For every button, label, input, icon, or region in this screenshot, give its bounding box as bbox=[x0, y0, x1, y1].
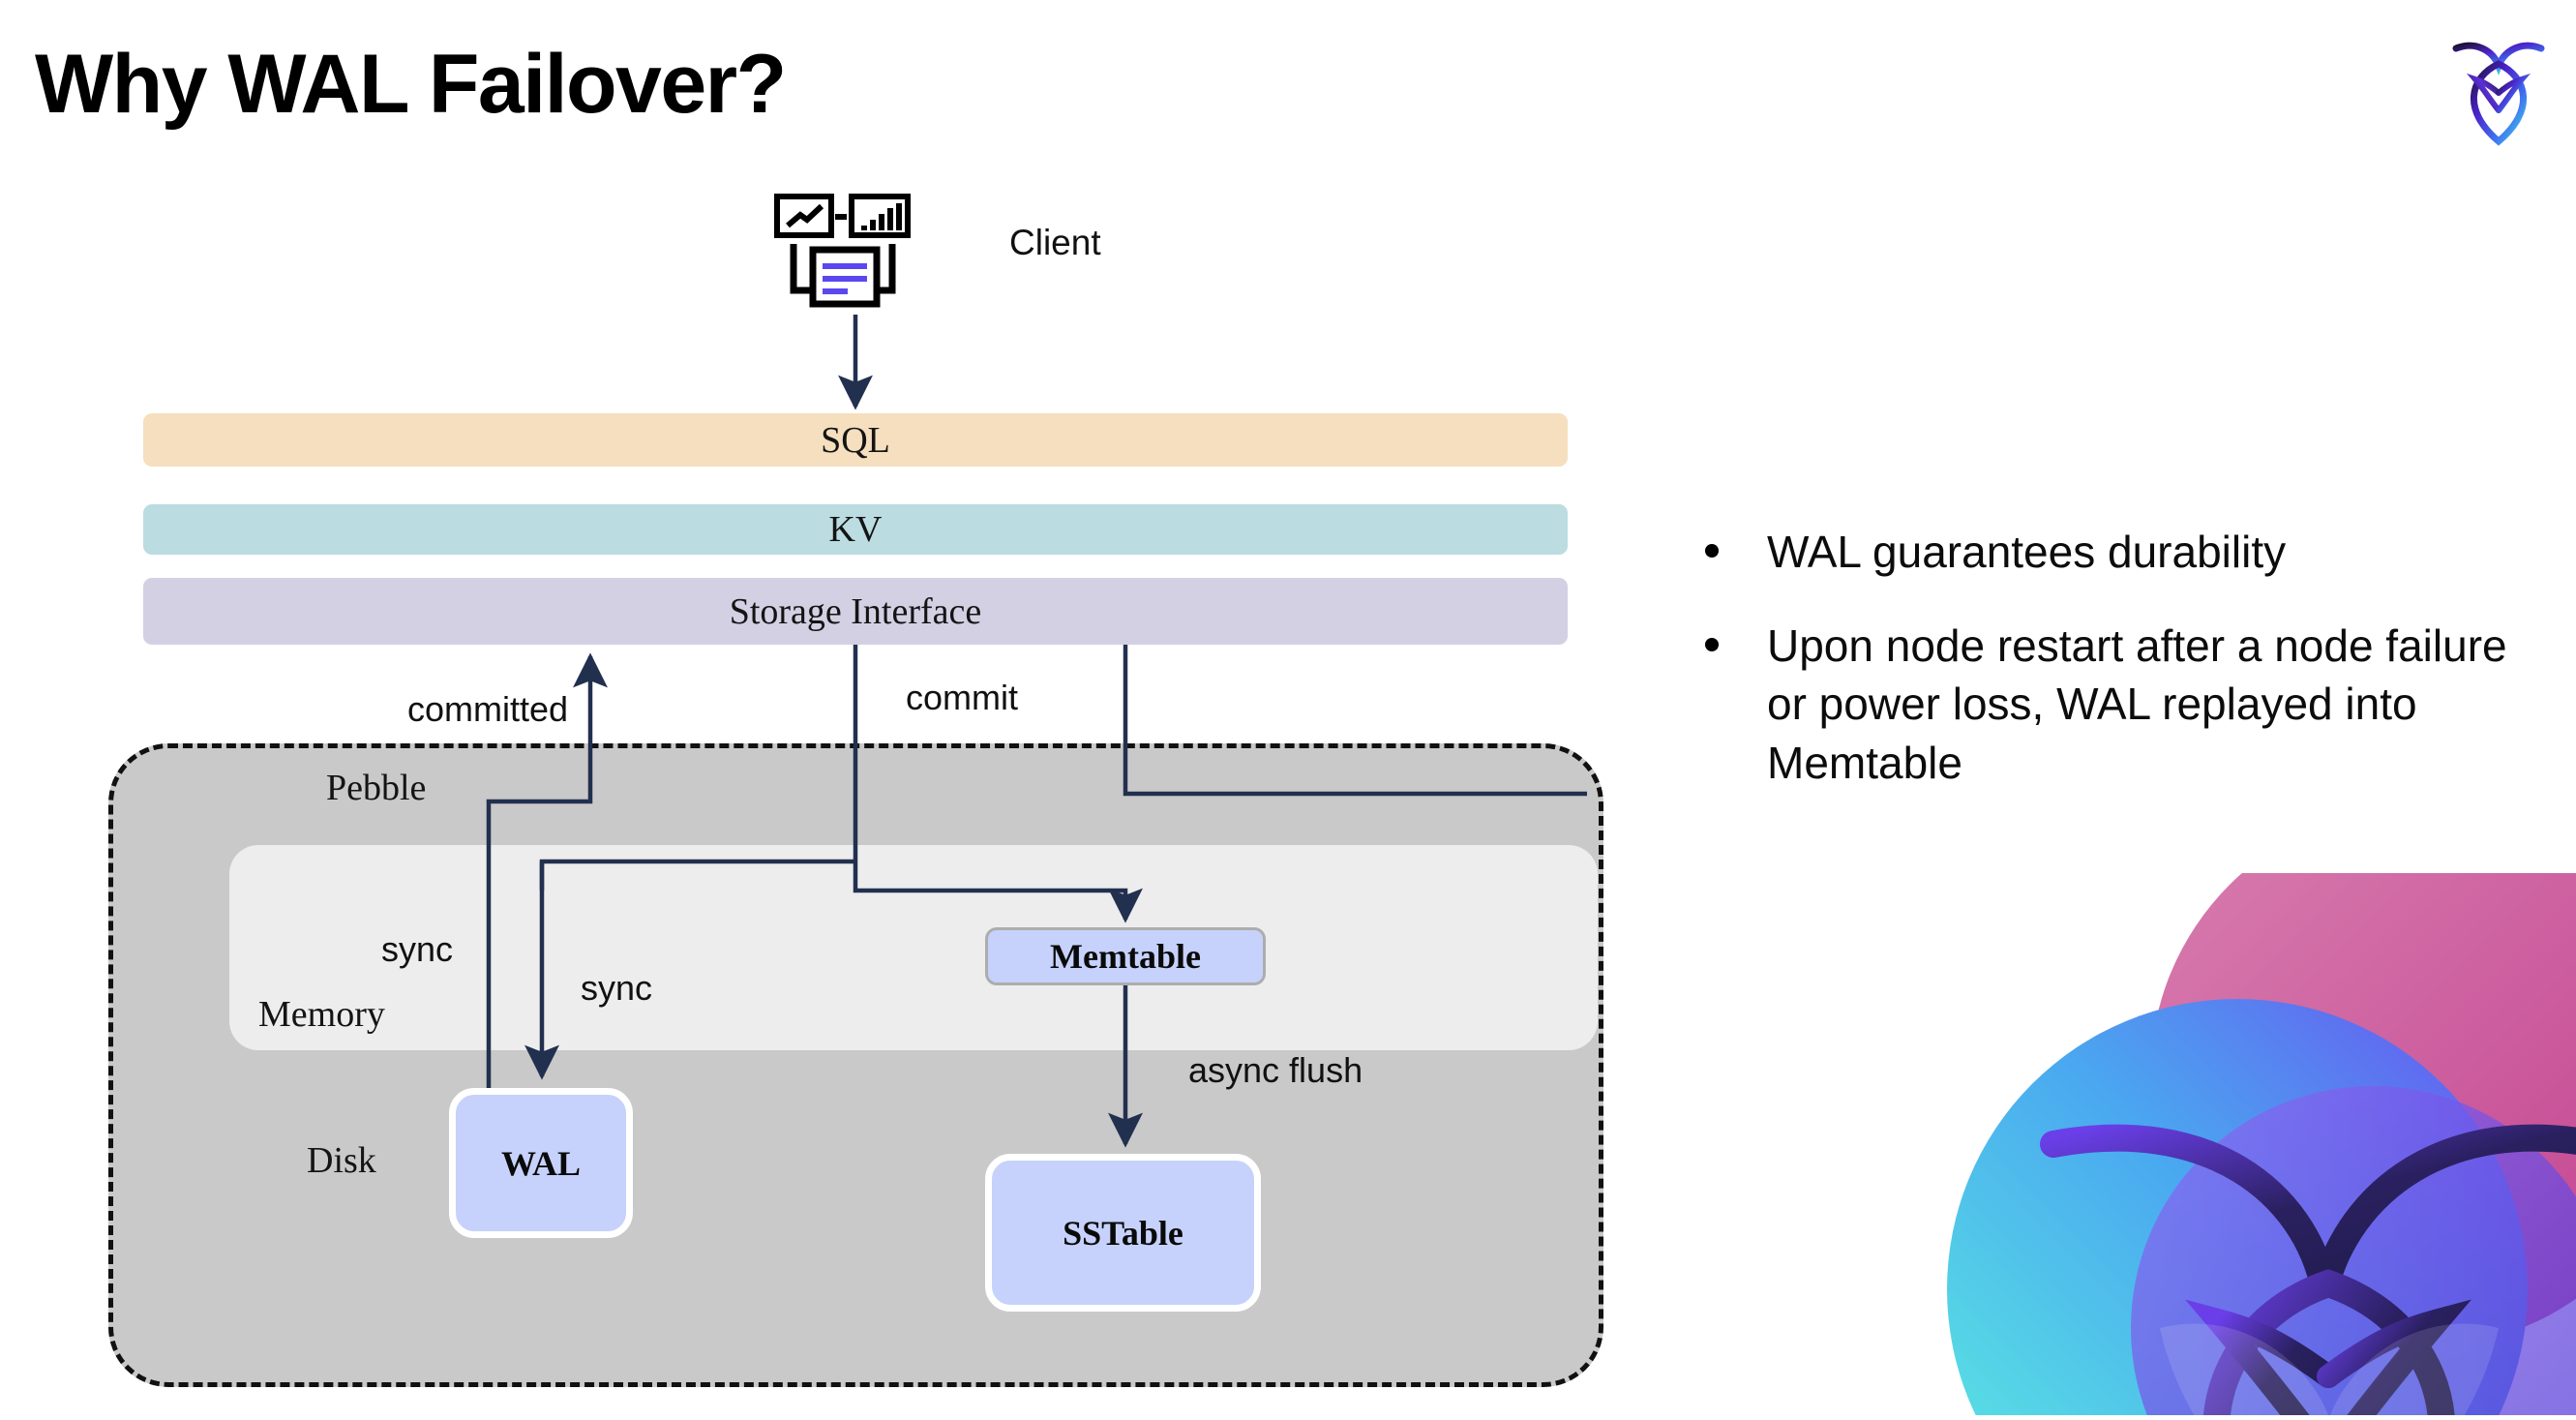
cockroachdb-logo-icon bbox=[2442, 27, 2555, 153]
edge-label-sync-1: sync bbox=[381, 929, 454, 969]
bullet-text: WAL guarantees durability bbox=[1767, 527, 2287, 577]
list-item: WAL guarantees durability bbox=[1705, 523, 2518, 582]
node-memtable-label: Memtable bbox=[1050, 937, 1201, 976]
bullet-dot-icon bbox=[1705, 544, 1719, 558]
node-wal[interactable]: WAL bbox=[449, 1088, 633, 1238]
layer-label-sql: SQL bbox=[821, 419, 890, 461]
memory-region bbox=[229, 845, 1598, 1050]
diagram-connectors bbox=[486, 315, 1587, 1148]
pebble-label: Pebble bbox=[326, 768, 427, 808]
cockroachdb-gradient-mark-icon bbox=[1918, 873, 2576, 1415]
memory-label: Memory bbox=[258, 994, 385, 1035]
node-memtable[interactable]: Memtable bbox=[985, 927, 1266, 985]
node-sstable[interactable]: SSTable bbox=[985, 1154, 1261, 1312]
layer-bar-sql: SQL bbox=[143, 413, 1568, 467]
page-title: Why WAL Failover? bbox=[35, 38, 787, 131]
layer-bar-kv: KV bbox=[143, 504, 1568, 555]
layer-bar-storage-interface: Storage Interface bbox=[143, 578, 1568, 645]
layer-label-kv: KV bbox=[828, 509, 883, 550]
layer-label-storage-interface: Storage Interface bbox=[729, 590, 982, 632]
edge-label-commit: commit bbox=[906, 678, 1018, 717]
list-item: Upon node restart after a node failure o… bbox=[1705, 617, 2518, 793]
edge-label-sync-2: sync bbox=[581, 968, 653, 1008]
edge-label-committed: committed bbox=[407, 689, 569, 729]
edge-label-async-flush: async flush bbox=[1188, 1050, 1363, 1090]
bullet-text: Upon node restart after a node failure o… bbox=[1767, 619, 2507, 789]
client-label: Client bbox=[1009, 223, 1101, 262]
bullet-list: WAL guarantees durability Upon node rest… bbox=[1705, 523, 2518, 828]
node-sstable-label: SSTable bbox=[1063, 1213, 1183, 1253]
disk-label: Disk bbox=[307, 1140, 376, 1181]
client-monitor-icon bbox=[774, 194, 929, 315]
bullet-dot-icon bbox=[1705, 637, 1719, 651]
node-wal-label: WAL bbox=[500, 1143, 582, 1183]
